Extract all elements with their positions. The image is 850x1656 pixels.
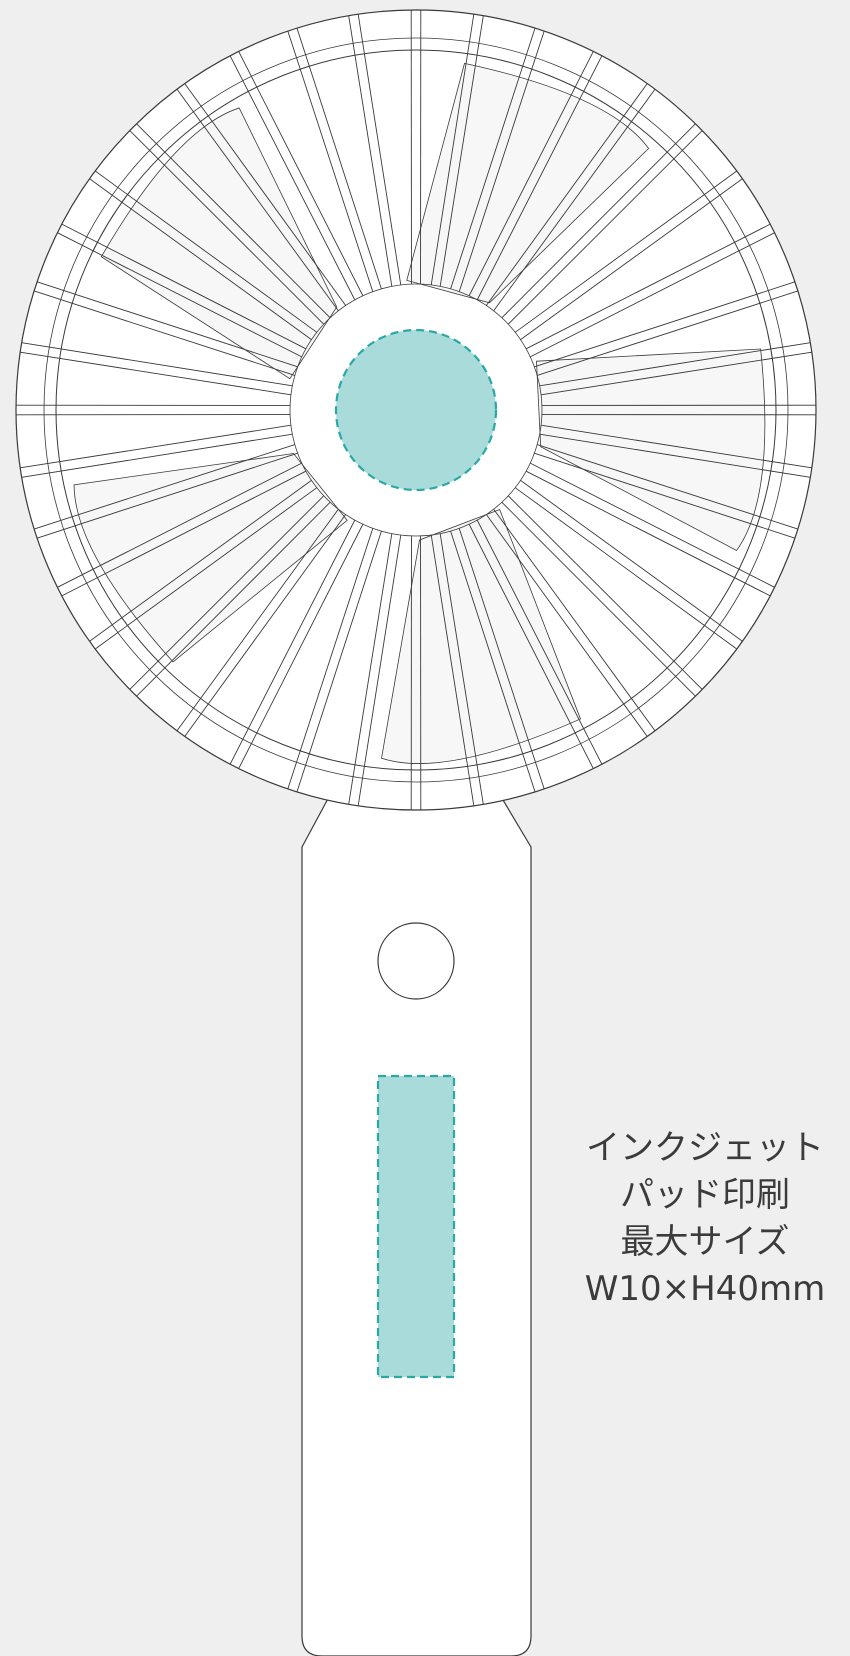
guard-spoke — [287, 27, 382, 292]
guard-spoke — [89, 170, 318, 341]
fan-inner-ring-2 — [43, 37, 789, 783]
guard-spoke — [501, 495, 703, 697]
guard-spoke — [33, 444, 298, 539]
guard-spoke — [430, 14, 484, 287]
guard-spoke — [57, 462, 307, 597]
guard-spoke — [176, 508, 347, 737]
guard-spoke — [539, 424, 812, 478]
guard-spoke — [501, 123, 703, 325]
fan-inner-ring — [55, 49, 777, 771]
max-size-title: 最大サイズ — [620, 1222, 790, 1262]
guard-spoke — [485, 508, 656, 737]
fan-blade — [406, 62, 650, 304]
guard-spoke — [20, 424, 293, 478]
fan-blade — [73, 453, 348, 663]
guard-spoke — [348, 14, 402, 287]
guard-spoke — [541, 404, 816, 416]
hub-print-area — [334, 328, 498, 492]
guard-spoke — [176, 83, 347, 312]
guard-spoke — [534, 444, 799, 539]
guard-spoke — [229, 519, 364, 769]
guard-spoke — [430, 533, 484, 806]
guard-spoke — [525, 223, 775, 358]
guard-spoke — [89, 479, 318, 650]
guard-spoke — [525, 462, 775, 597]
guard-spoke — [410, 10, 422, 285]
guard-spoke — [485, 83, 656, 312]
guard-spoke — [129, 123, 331, 325]
fan-blade — [381, 508, 581, 764]
print-method-inkjet: インクジェット — [586, 1128, 824, 1168]
max-size-value: W10×H40mm — [584, 1269, 826, 1309]
guard-spoke — [348, 533, 402, 806]
fan-head — [15, 9, 817, 811]
print-method-pad: パッド印刷 — [620, 1175, 790, 1215]
guard-spoke — [16, 404, 291, 416]
print-spec-label: インクジェット パッド印刷 最大サイズ W10×H40mm — [560, 1125, 850, 1313]
guard-spoke — [129, 495, 331, 697]
guard-spoke — [410, 535, 422, 810]
fan-guard-spokes — [16, 10, 816, 810]
fan-blade — [100, 107, 338, 380]
guard-spoke — [287, 528, 382, 793]
guard-spoke — [539, 342, 812, 396]
guard-spoke — [514, 479, 743, 650]
guard-spoke — [57, 223, 307, 358]
handheld-fan-diagram — [15, 9, 817, 1656]
fan-hub-ring — [289, 283, 543, 537]
guard-spoke — [468, 51, 603, 301]
guard-spoke — [468, 519, 603, 769]
guard-spoke — [514, 170, 743, 341]
guard-spoke — [33, 281, 298, 376]
guard-spoke — [450, 27, 545, 292]
guard-spoke — [20, 342, 293, 396]
handle-print-area — [376, 1074, 456, 1379]
power-button — [377, 922, 455, 1000]
guard-spoke — [450, 528, 545, 793]
guard-spoke — [534, 281, 799, 376]
fan-blades — [73, 62, 766, 764]
guard-spoke — [229, 51, 364, 301]
